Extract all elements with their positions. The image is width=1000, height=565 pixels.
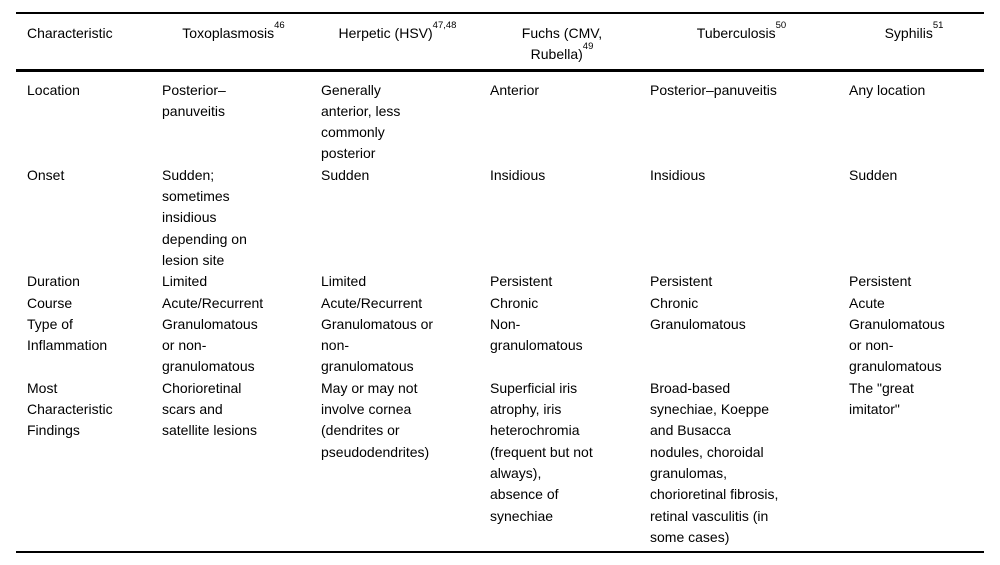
table-cell: Chorioretinal scars and satellite lesion… <box>162 379 257 439</box>
table-cell: Granulomatous or non- granulomatous <box>162 315 258 375</box>
row-label: Most Characteristic Findings <box>27 379 113 439</box>
table-cell: Sudden <box>321 166 370 183</box>
table-row-duration: Duration Limited Limited Persistent Pers… <box>16 271 984 292</box>
table-cell: Anterior <box>490 81 540 98</box>
col-header-syphilis: Syphilis51 <box>838 13 984 70</box>
table-cell: May or may not involve cornea (dendrites… <box>321 379 430 460</box>
col-header-fuchs: Fuchs (CMV, Rubella)49 <box>479 13 639 70</box>
header-label: Characteristic <box>27 25 113 41</box>
table-cell: Posterior– panuveitis <box>162 81 226 119</box>
table-cell: Acute/Recurrent <box>321 294 423 311</box>
row-label: Duration <box>27 273 80 290</box>
table-cell: Acute/Recurrent <box>162 294 264 311</box>
header-label: Tuberculosis <box>696 25 776 41</box>
table-cell: Persistent <box>650 273 713 290</box>
citation-superscript: 50 <box>775 19 787 31</box>
table-cell: Granulomatous or non- granulomatous <box>849 315 945 375</box>
col-header-tuberculosis: Tuberculosis50 <box>639 13 838 70</box>
uveitis-comparison-table: Characteristic Toxoplasmosis46 Herpetic … <box>16 12 984 554</box>
table-cell: Chronic <box>650 294 699 311</box>
col-header-herpetic: Herpetic (HSV)47,48 <box>310 13 479 70</box>
citation-superscript: 47,48 <box>432 19 457 31</box>
table-cell: Generally anterior, less commonly poster… <box>321 81 401 162</box>
header-label: Herpetic (HSV) <box>338 25 433 41</box>
table-cell: Persistent <box>849 273 912 290</box>
citation-superscript: 49 <box>582 41 594 53</box>
table-cell: Acute <box>849 294 885 311</box>
table-row-location: Location Posterior– panuveitis Generally… <box>16 70 984 165</box>
table-cell: Limited <box>162 273 208 290</box>
table-row-type-of-inflammation: Type of Inflammation Granulomatous or no… <box>16 314 984 378</box>
table-cell: Broad-based synechiae, Koeppe and Busacc… <box>650 379 779 545</box>
table-cell: Sudden; sometimes insidious depending on… <box>162 166 247 268</box>
table-cell: Limited <box>321 273 367 290</box>
row-label: Type of Inflammation <box>27 315 108 354</box>
row-label: Onset <box>27 166 65 183</box>
table-cell: Insidious <box>490 166 546 183</box>
row-label: Course <box>27 294 73 311</box>
table-cell: Persistent <box>490 273 553 290</box>
table-cell: Granulomatous or non- granulomatous <box>321 315 434 375</box>
table-cell: Insidious <box>650 166 706 183</box>
table-cell: Any location <box>849 81 926 98</box>
header-label: Toxoplasmosis <box>182 25 275 41</box>
header-label: Syphilis <box>884 25 933 41</box>
table-row-most-characteristic-findings: Most Characteristic Findings Chorioretin… <box>16 378 984 552</box>
citation-superscript: 46 <box>274 19 285 31</box>
table-cell: The "great imitator" <box>849 379 914 418</box>
table-cell: Chronic <box>490 294 539 311</box>
table-cell: Superficial iris atrophy, iris heterochr… <box>490 379 593 524</box>
table-cell: Sudden <box>849 166 898 183</box>
table-row-onset: Onset Sudden; sometimes insidious depend… <box>16 165 984 271</box>
col-header-characteristic: Characteristic <box>16 13 151 70</box>
header-row: Characteristic Toxoplasmosis46 Herpetic … <box>16 13 984 71</box>
citation-superscript: 51 <box>932 19 944 31</box>
table-cell: Posterior–panuveitis <box>650 81 777 98</box>
header-label: Fuchs (CMV, Rubella) <box>521 25 603 63</box>
table-cell: Non- granulomatous <box>490 315 583 354</box>
table-cell: Granulomatous <box>650 315 746 332</box>
table-row-course: Course Acute/Recurrent Acute/Recurrent C… <box>16 293 984 314</box>
col-header-toxoplasmosis: Toxoplasmosis46 <box>151 13 310 70</box>
row-label: Location <box>27 81 80 98</box>
